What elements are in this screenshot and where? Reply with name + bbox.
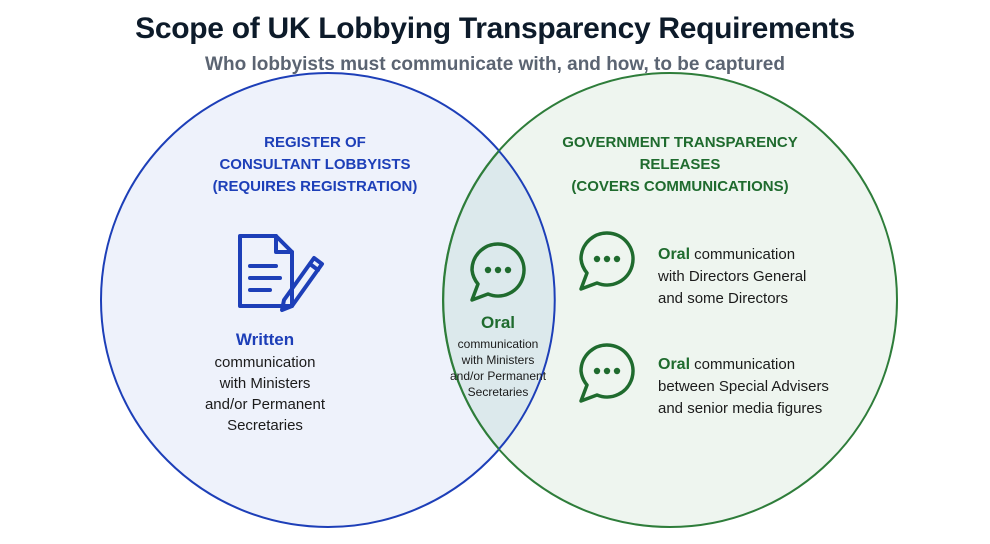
written-line: Secretaries	[227, 417, 303, 434]
transparency-heading-line: (COVERS COMMUNICATIONS)	[571, 178, 789, 195]
item-first-line: Oral communication	[658, 354, 858, 376]
overlap-line: Secretaries	[467, 385, 529, 399]
overlap-green-arc	[442, 150, 500, 450]
written-line: with Ministers	[219, 375, 311, 392]
page-subtitle: Who lobbyists must communicate with, and…	[205, 54, 785, 75]
item-line: with Directors General	[658, 268, 807, 285]
transparency-heading-line: GOVERNMENT TRANSPARENCY	[562, 134, 798, 151]
page-title: Scope of UK Lobbying Transparency Requir…	[135, 12, 855, 45]
item-first-line: Oral communication	[658, 244, 858, 266]
overlap-blue-arc	[498, 150, 556, 450]
speech-bubble-icon	[579, 231, 635, 291]
oral-lead: Oral	[658, 356, 691, 373]
oral-lead: Oral	[658, 246, 691, 263]
directors-oral-item: Oral communication with Directors Genera…	[658, 244, 858, 310]
written-line: communication	[214, 354, 316, 371]
item-line: between Special Advisers	[658, 378, 829, 395]
register-heading-line: (REQUIRES REGISTRATION)	[212, 178, 418, 195]
speech-bubble-icon	[470, 242, 526, 302]
document-pen-icon	[238, 234, 324, 312]
overlap-line: and/or Permanent	[449, 369, 547, 383]
item-rest: communication	[690, 356, 796, 373]
overlap-line: communication	[457, 337, 539, 351]
item-rest: communication	[690, 246, 796, 263]
register-heading: REGISTER OF CONSULTANT LOBBYISTS (REQUIR…	[185, 132, 445, 198]
transparency-heading-line: RELEASES	[639, 156, 721, 173]
register-heading-line: REGISTER OF	[264, 134, 366, 151]
written-title: Written	[235, 330, 295, 349]
written-description: communication with Ministers and/or Perm…	[170, 352, 360, 436]
overlap-line: with Ministers	[461, 353, 535, 367]
overlap-oral-title: Oral	[480, 313, 516, 332]
item-line: and some Directors	[658, 290, 789, 307]
register-heading-line: CONSULTANT LOBBYISTS	[219, 156, 411, 173]
spads-oral-item: Oral communication between Special Advis…	[658, 354, 858, 420]
overlap-oral-description: communication with Ministers and/or Perm…	[440, 336, 556, 400]
written-line: and/or Permanent	[204, 396, 326, 413]
item-line: and senior media figures	[658, 400, 823, 417]
speech-bubble-icon	[579, 343, 635, 403]
transparency-heading: GOVERNMENT TRANSPARENCY RELEASES (COVERS…	[545, 132, 815, 198]
